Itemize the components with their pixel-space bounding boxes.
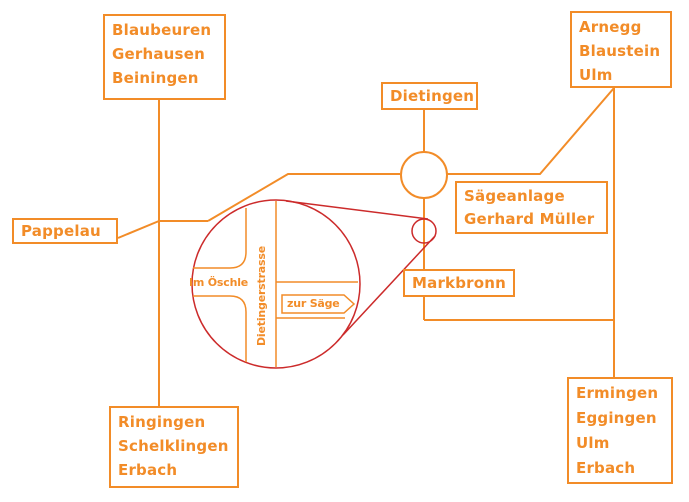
roundabout <box>400 151 448 199</box>
sign-line: Erbach <box>118 461 178 479</box>
sign-line: Ulm <box>579 66 613 84</box>
sign-line: Schelklingen <box>118 437 229 455</box>
sign-markbronn: Markbronn <box>403 269 515 297</box>
sign-saegeanlage: Sägeanlage Gerhard Müller <box>455 181 608 234</box>
arrow-zur-saege <box>281 294 356 314</box>
sign-line: Beiningen <box>112 69 199 87</box>
arrow-label-zur-saege: zur Säge <box>287 297 340 310</box>
sign-line: Gerhard Müller <box>464 210 595 228</box>
sign-dietingen: Dietingen <box>381 82 478 110</box>
sign-line: Ulm <box>576 434 610 452</box>
sign-blaubeuren: Blaubeuren Gerhausen Beiningen <box>103 14 226 100</box>
inset-street-oeschle-top <box>193 208 247 269</box>
sign-pappelau: Pappelau <box>12 218 118 244</box>
sign-line: Erbach <box>576 459 636 477</box>
sign-line: Markbronn <box>412 274 507 292</box>
sign-arnegg: Arnegg Blaustein Ulm <box>570 11 672 88</box>
sign-ringingen: Ringingen Schelklingen Erbach <box>109 406 239 488</box>
zoom-line-bottom <box>342 235 436 336</box>
zoom-circle <box>191 199 361 369</box>
sign-line: Eggingen <box>576 409 657 427</box>
road-arnegg <box>447 87 615 175</box>
sign-line: Blaubeuren <box>112 21 212 39</box>
sign-line: Blaustein <box>579 42 661 60</box>
zoom-line-top <box>285 200 429 220</box>
inset-street-oeschle-bottom <box>193 295 247 362</box>
sign-line: Dietingen <box>390 87 475 105</box>
sign-line: Ermingen <box>576 384 659 402</box>
sign-line: Ringingen <box>118 413 206 431</box>
street-label-im-oeschle: Im Öschle <box>189 276 249 289</box>
road-to-roundabout <box>207 173 400 222</box>
sign-ermingen: Ermingen Eggingen Ulm Erbach <box>567 377 673 484</box>
sign-line: Arnegg <box>579 18 642 36</box>
sign-line: Pappelau <box>21 222 101 240</box>
sign-line: Gerhausen <box>112 45 205 63</box>
road-pappelau <box>117 220 160 239</box>
sign-line: Sägeanlage <box>464 187 565 205</box>
street-label-dietingerstrasse: Dietingerstrasse <box>255 246 268 346</box>
